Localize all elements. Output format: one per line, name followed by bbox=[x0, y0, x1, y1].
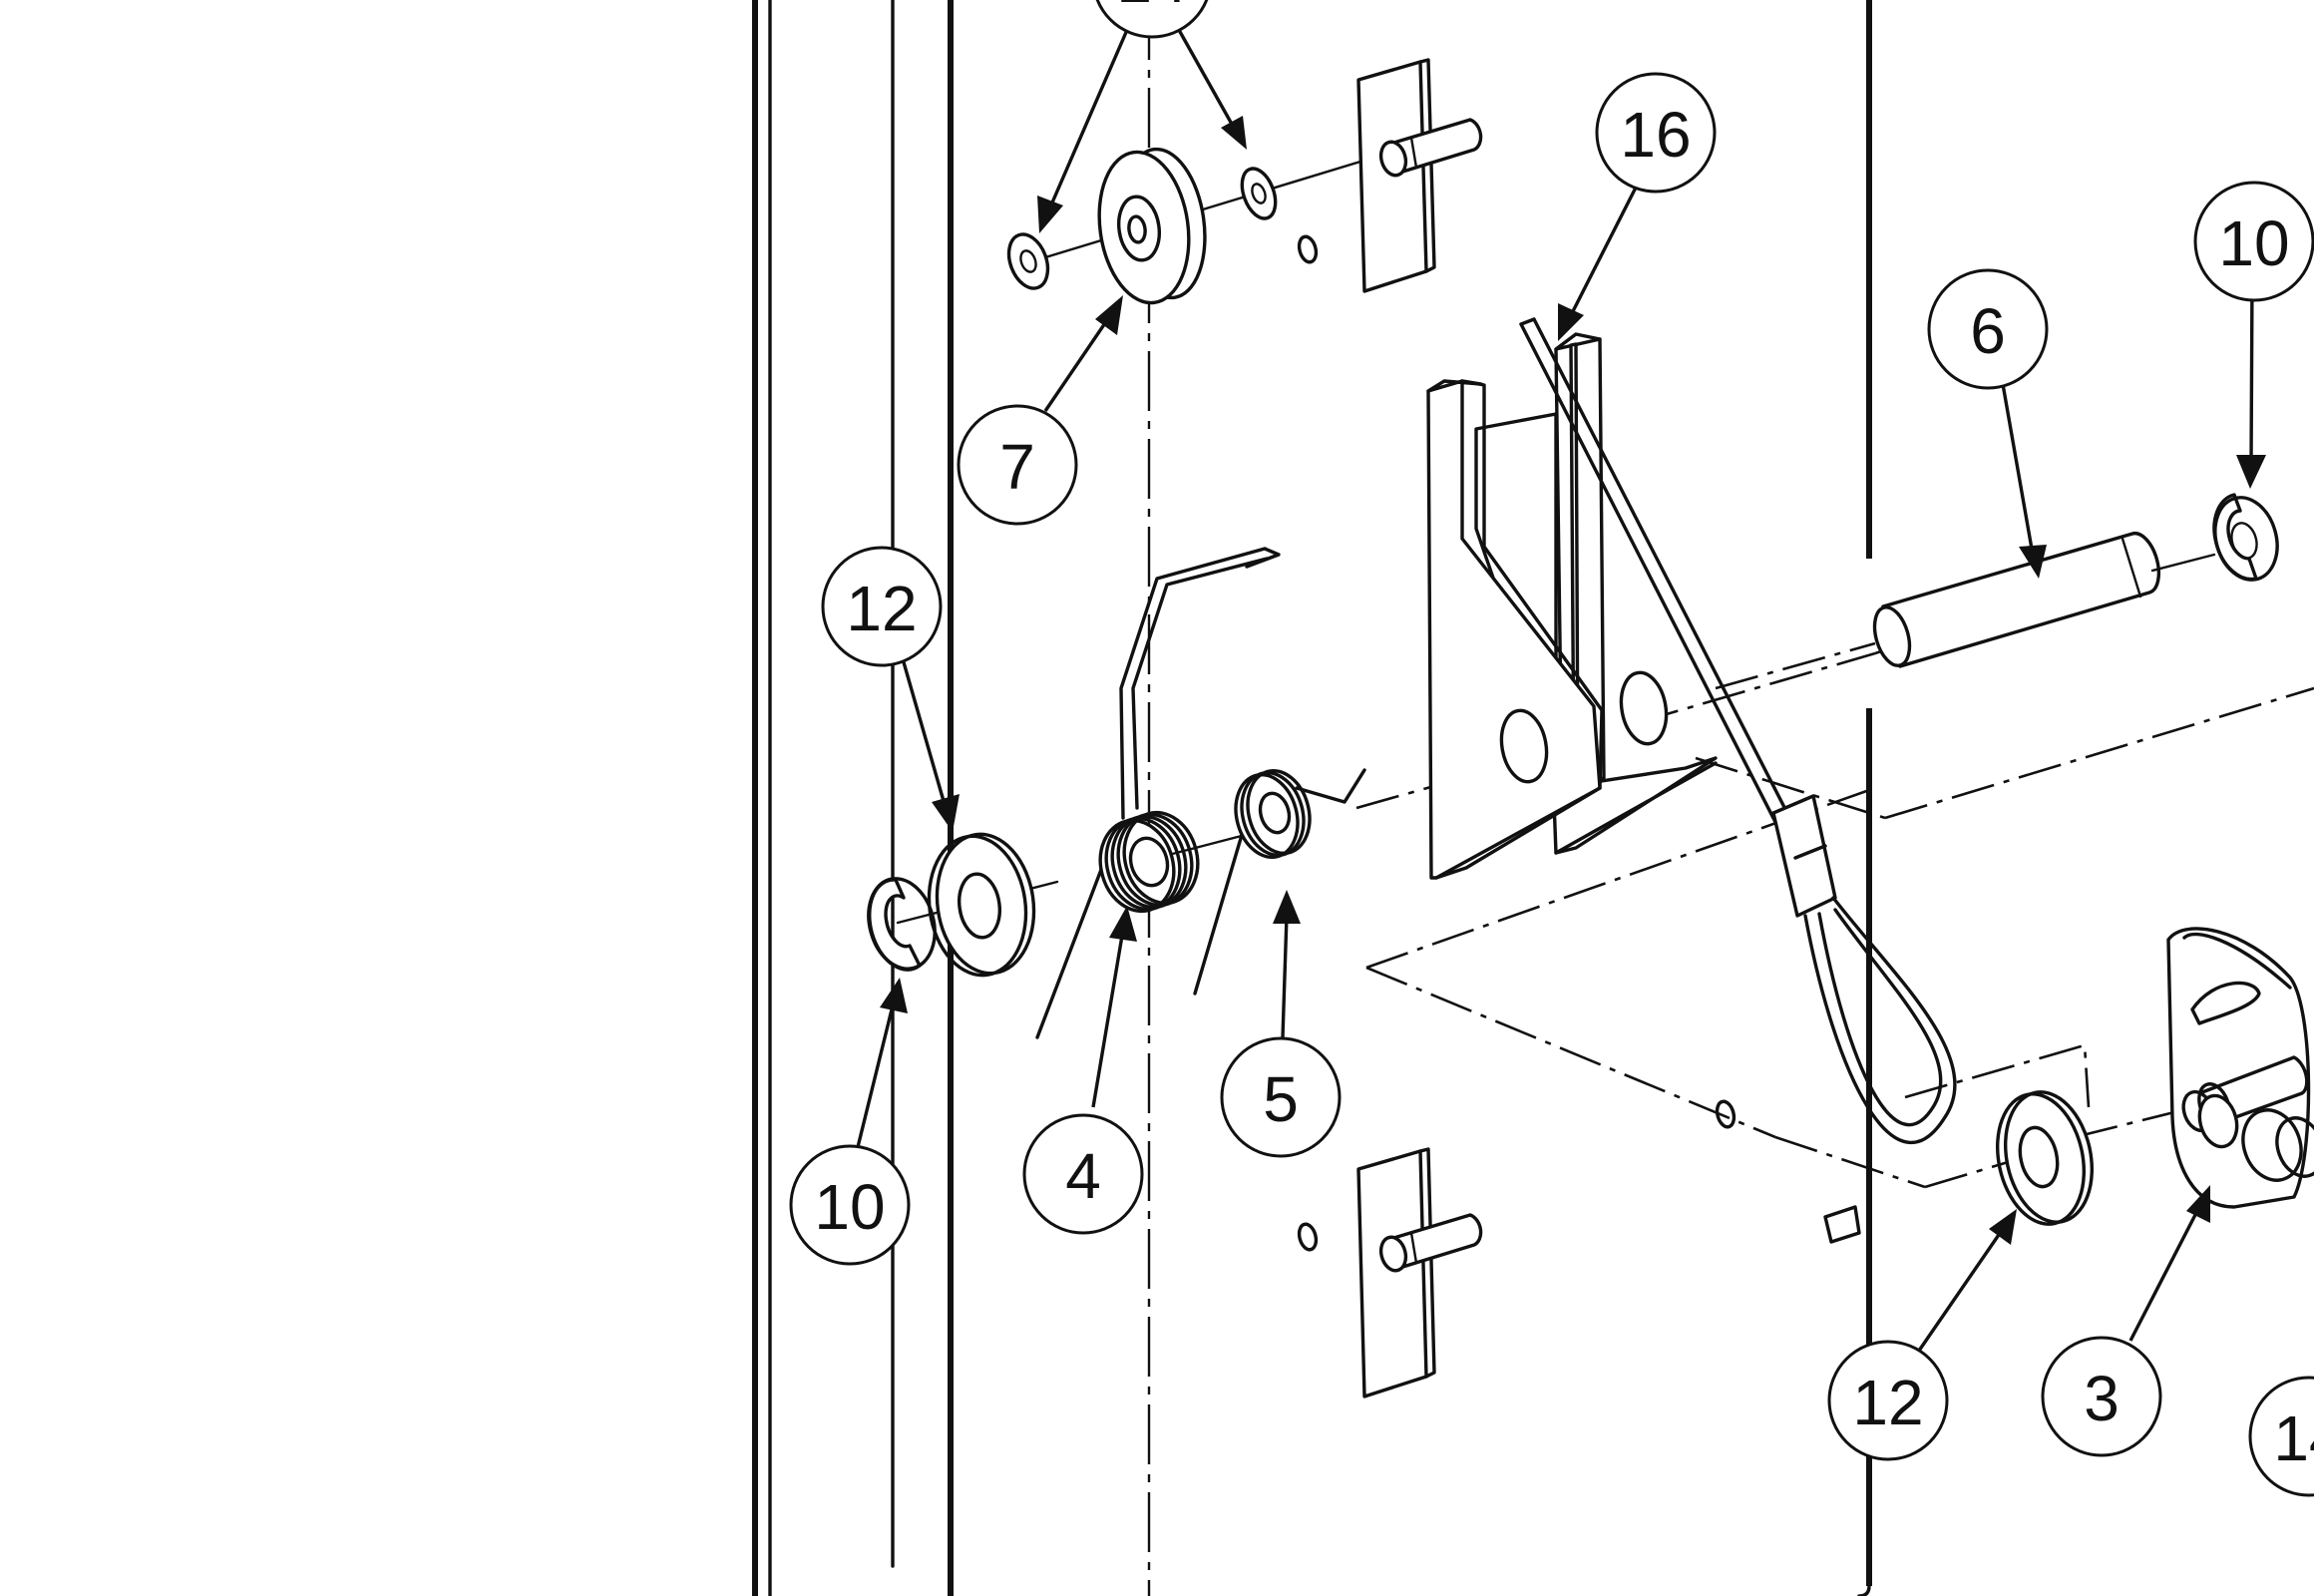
callout-10-left: 10 bbox=[789, 1144, 911, 1266]
lower-mounting-bracket bbox=[1297, 1147, 1483, 1398]
svg-text:12: 12 bbox=[1852, 1367, 1923, 1438]
e-clip-upper-left bbox=[1006, 232, 1050, 290]
svg-text:14: 14 bbox=[1116, 0, 1187, 16]
svg-text:7: 7 bbox=[999, 431, 1035, 503]
callout-10-right: 10 bbox=[2193, 181, 2314, 302]
svg-text:16: 16 bbox=[1620, 99, 1691, 171]
e-clip-upper-right bbox=[1240, 167, 1278, 220]
callouts: 7 16 6 10 12 10 4 5 bbox=[789, 0, 2314, 1497]
torsion-spring-5 bbox=[1193, 768, 1366, 996]
washer-right bbox=[1995, 1090, 2095, 1226]
callout-14-top: 14 bbox=[1095, 0, 1209, 39]
callout-5: 5 bbox=[1220, 1036, 1342, 1158]
washer-left bbox=[927, 832, 1036, 978]
svg-text:3: 3 bbox=[2084, 1363, 2120, 1434]
e-clip-left-lower bbox=[867, 877, 937, 972]
upper-mounting-bracket bbox=[1356, 58, 1483, 293]
pulley-7 bbox=[1097, 147, 1207, 305]
callout-4: 4 bbox=[1022, 1113, 1144, 1235]
pivot-pin-6 bbox=[1715, 531, 2216, 690]
e-clip-right bbox=[2212, 493, 2279, 582]
latch-assembly-3 bbox=[2166, 927, 2314, 1209]
svg-text:12: 12 bbox=[846, 573, 917, 644]
svg-text:5: 5 bbox=[1263, 1063, 1299, 1135]
svg-text:4: 4 bbox=[1065, 1140, 1101, 1212]
callout-16: 16 bbox=[1595, 72, 1717, 194]
svg-text:6: 6 bbox=[1970, 295, 2006, 367]
svg-text:10: 10 bbox=[814, 1171, 885, 1243]
callout-7: 7 bbox=[957, 404, 1078, 526]
latch-lever bbox=[1426, 332, 1718, 880]
torsion-spring-4 bbox=[1035, 547, 1281, 1039]
callout-12-left: 12 bbox=[821, 546, 943, 667]
callout-12-right: 12 bbox=[1827, 1340, 1949, 1461]
svg-text:10: 10 bbox=[2218, 207, 2289, 279]
callout-14-lower: 14 bbox=[2248, 1376, 2314, 1497]
panel-frame bbox=[752, 0, 1872, 1596]
pivot-axis bbox=[896, 646, 1891, 925]
callout-3: 3 bbox=[2041, 1336, 2162, 1457]
callout-6: 6 bbox=[1927, 268, 2049, 390]
leader-arrows bbox=[856, 29, 2266, 1352]
svg-text:14: 14 bbox=[2273, 1402, 2314, 1474]
cable-assembly-16 bbox=[1519, 317, 1957, 1144]
upper-pulley-assembly bbox=[1006, 146, 1408, 305]
